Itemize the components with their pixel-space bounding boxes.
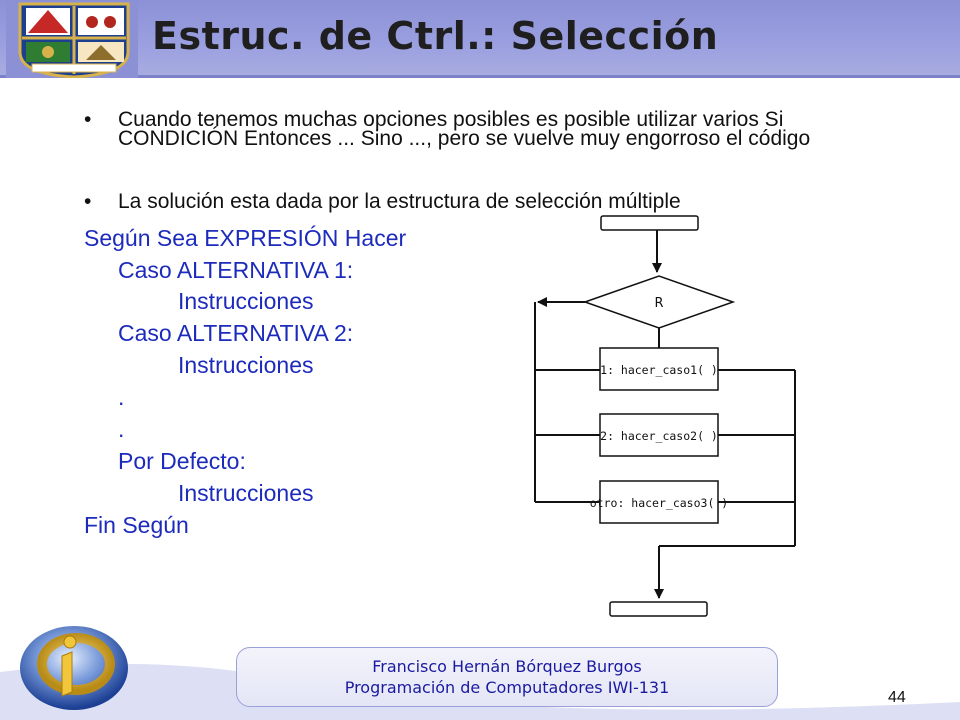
university-crest-logo-icon [6,0,138,78]
pseudocode-line: Por Defecto: [118,448,246,474]
footer-box [236,647,778,707]
header-band [0,0,960,78]
pseudocode-line: Instrucciones [178,288,314,314]
case-box [599,413,719,457]
pseudocode-line: Caso ALTERNATIVA 2: [118,320,354,346]
disc-logo-icon [20,626,128,710]
pseudocode-line: . [118,384,125,410]
end-terminal [609,601,708,617]
pseudocode-line: Caso ALTERNATIVA 1: [118,257,354,283]
page-title: Estruc. de Ctrl.: Selección [152,14,719,58]
pseudocode-line: Según Sea EXPRESIÓN Hacer [84,225,407,251]
bullet-text: La solución esta dada por la estructura … [118,190,681,213]
decision-label: R [654,296,663,311]
case-box [599,480,719,524]
footer-author: Francisco Hernán Bórquez Burgos [372,657,642,676]
case-label: otro: hacer_caso3( ) [590,496,728,510]
bullet-marker: • [84,108,92,131]
bullet-text: Cuando tenemos muchas opciones posibles … [118,108,811,150]
case-label: 2: hacer_caso2( ) [600,429,718,443]
pseudocode-line: Fin Según [84,512,189,538]
page-number: 44 [888,689,906,706]
pseudocode-line: Instrucciones [178,352,314,378]
bullet-marker: • [84,190,92,213]
start-terminal [600,215,699,231]
decision-diamond [582,275,736,329]
pseudocode-line: . [118,416,125,442]
pseudocode-line: Instrucciones [178,480,314,506]
case-label: 1: hacer_caso1( ) [600,363,718,377]
footer-course: Programación de Computadores IWI-131 [344,678,670,697]
